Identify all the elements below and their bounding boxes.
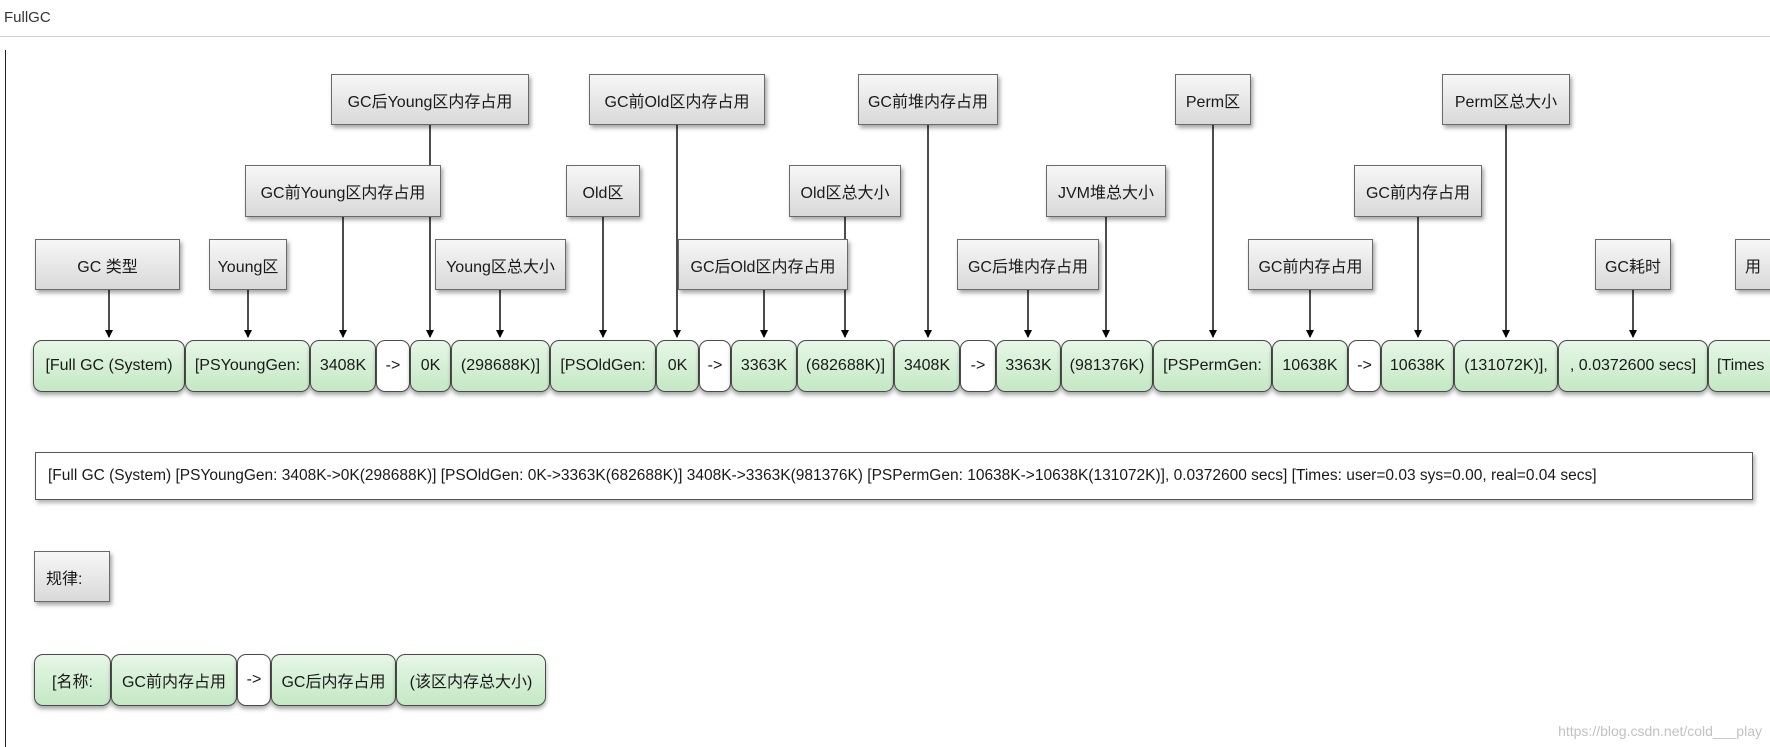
label-young-total: Young区总大小 <box>435 239 566 290</box>
label-gc-time: GC耗时 <box>1595 239 1671 290</box>
seg-arrow: -> <box>376 340 410 392</box>
seg-old-before: 0K <box>656 340 699 392</box>
window-title: FullGC <box>4 9 51 26</box>
seg-full-gc: [Full GC (System) <box>33 340 185 392</box>
rule-seg-before: GC前内存占用 <box>111 654 237 706</box>
seg-perm-after: 10638K <box>1381 340 1454 392</box>
seg-gc-time: , 0.0372600 secs] <box>1558 340 1708 392</box>
seg-arrow: -> <box>699 340 731 392</box>
seg-times-cut: [Times <box>1708 340 1770 392</box>
watermark: https://blog.csdn.net/cold___play <box>1558 723 1762 739</box>
full-gc-log-line: [Full GC (System) [PSYoungGen: 3408K->0K… <box>35 452 1753 500</box>
rule-seg-after: GC后内存占用 <box>271 654 396 706</box>
label-mem-before: GC前内存占用 <box>1248 239 1373 290</box>
seg-perm-total: (131072K)], <box>1454 340 1558 392</box>
label-heap-before: GC前堆内存占用 <box>858 74 998 125</box>
rule-seg-total: (该区内存总大小) <box>396 654 546 706</box>
seg-arrow: -> <box>960 340 996 392</box>
label-young: Young区 <box>209 239 287 290</box>
seg-ps-young-gen: [PSYoungGen: <box>185 340 310 392</box>
label-heap-after: GC后堆内存占用 <box>957 239 1099 290</box>
label-old-total: Old区总大小 <box>789 165 901 217</box>
label-perm: Perm区 <box>1175 74 1251 125</box>
label-perm-total: Perm区总大小 <box>1442 74 1570 125</box>
rule-seg-arrow: -> <box>237 654 271 706</box>
label-mem-after: GC前内存占用 <box>1354 165 1482 217</box>
seg-old-total: (682688K)] <box>797 340 894 392</box>
seg-ps-old-gen: [PSOldGen: <box>550 340 656 392</box>
seg-young-total: (298688K)] <box>451 340 550 392</box>
label-jvm-heap-total: JVM堆总大小 <box>1046 165 1166 217</box>
label-old-before: GC前Old区内存占用 <box>589 74 765 125</box>
seg-heap-before: 3408K <box>894 340 960 392</box>
seg-young-before: 3408K <box>310 340 376 392</box>
label-old-after: GC后Old区内存占用 <box>678 239 848 290</box>
label-gc-type: GC 类型 <box>35 239 180 290</box>
seg-heap-after: 3363K <box>996 340 1061 392</box>
seg-jvm-heap-total: (981376K) <box>1061 340 1153 392</box>
left-border-line <box>5 50 6 747</box>
label-old: Old区 <box>566 165 640 217</box>
seg-perm-before: 10638K <box>1272 340 1348 392</box>
rule-seg-name: [名称: <box>34 654 111 706</box>
seg-old-after: 3363K <box>731 340 797 392</box>
window-titlebar: FullGC <box>0 0 1770 37</box>
seg-arrow: -> <box>1348 340 1381 392</box>
label-user-time-cut: 用 <box>1735 239 1770 290</box>
label-young-after: GC后Young区内存占用 <box>331 74 529 125</box>
rule-label: 规律: <box>34 551 110 602</box>
seg-ps-perm-gen: [PSPermGen: <box>1153 340 1272 392</box>
seg-young-after: 0K <box>410 340 451 392</box>
label-young-before: GC前Young区内存占用 <box>245 165 441 217</box>
